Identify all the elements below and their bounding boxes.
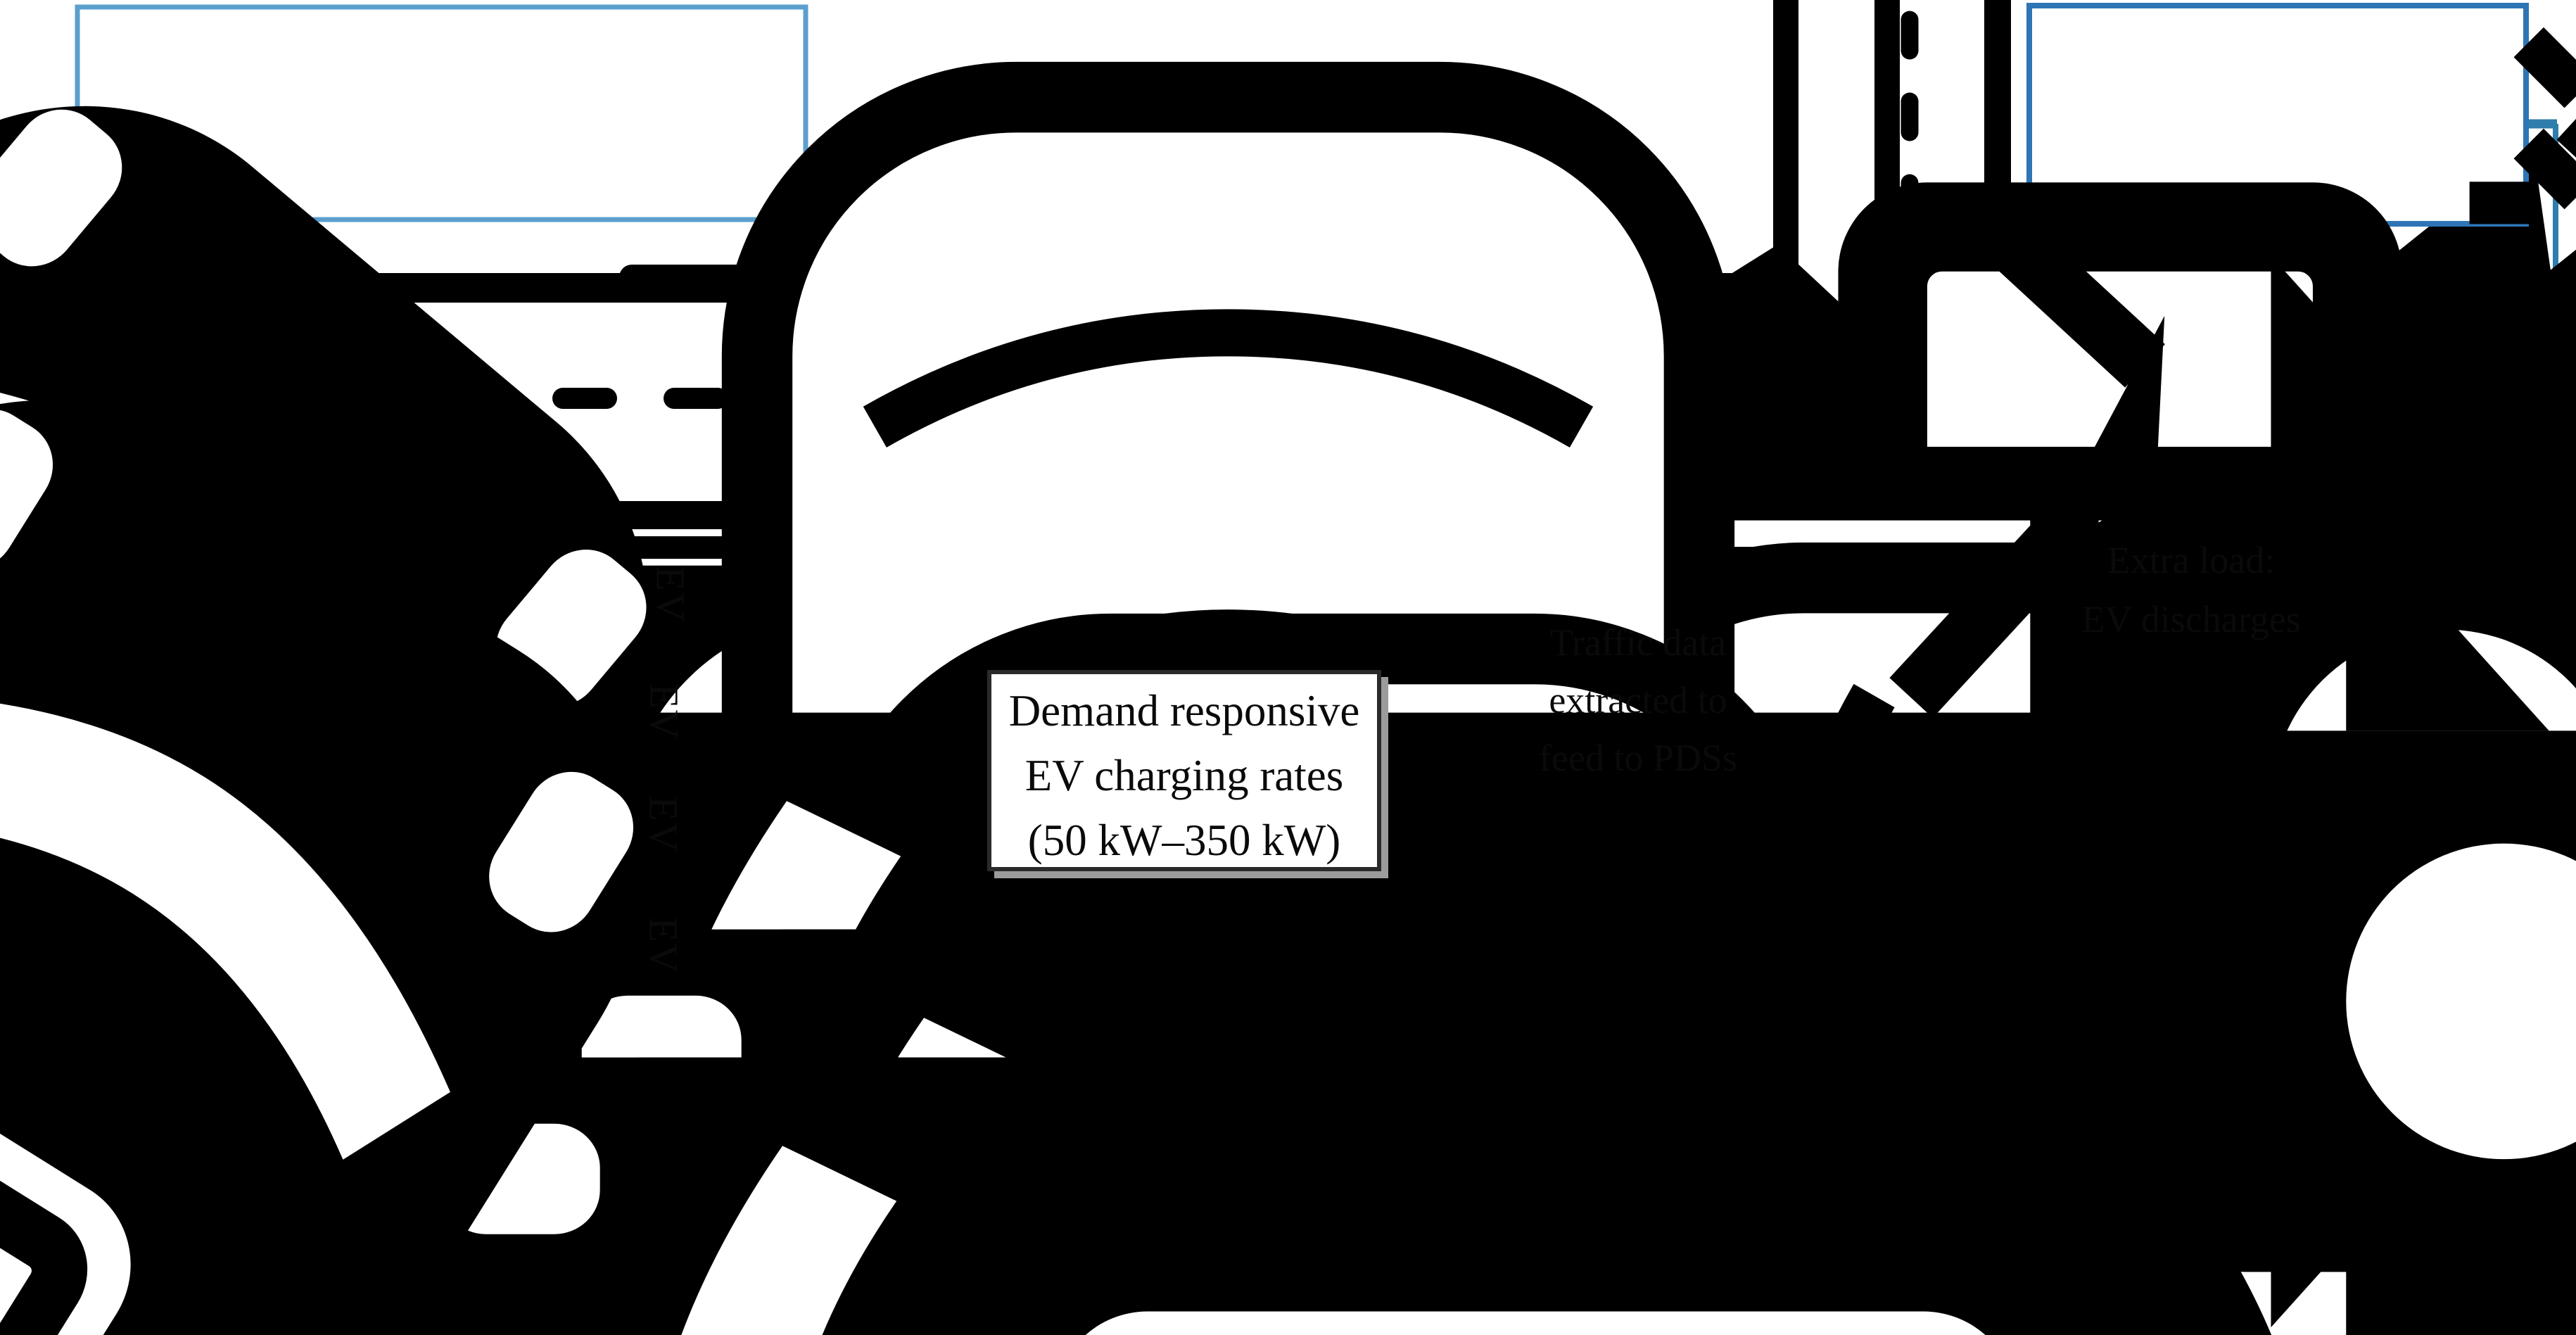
ev-lane-label: EV [640,796,687,854]
traffic-note-line-3: feed to PDSs [1539,737,1737,779]
upper-road-edge [1773,0,1798,303]
demand-line-3: (50 kW–350 kW) [1027,816,1341,865]
extra-load-note: Extra load: EV discharges [2049,531,2333,649]
demand-line-1: Demand responsive [1008,686,1360,735]
ev-lane-label: EV [647,566,694,624]
traffic-note-line-1: Traffic data [1549,621,1727,664]
demand-line-2: EV charging rates [1024,751,1344,800]
ev-lane-label: EV [641,683,687,741]
extra-load-line-1: Extra load: [2107,539,2276,581]
demand-response-callout: Demand responsive EV charging rates (50 … [987,670,1381,871]
traffic-note-line-2: extracted to [1549,679,1727,721]
ev-lane-label: EV [640,917,687,975]
traffic-data-note: Traffic data extracted to feed to PDSs [1511,614,1765,787]
extra-load-line-2: EV discharges [2081,598,2301,640]
